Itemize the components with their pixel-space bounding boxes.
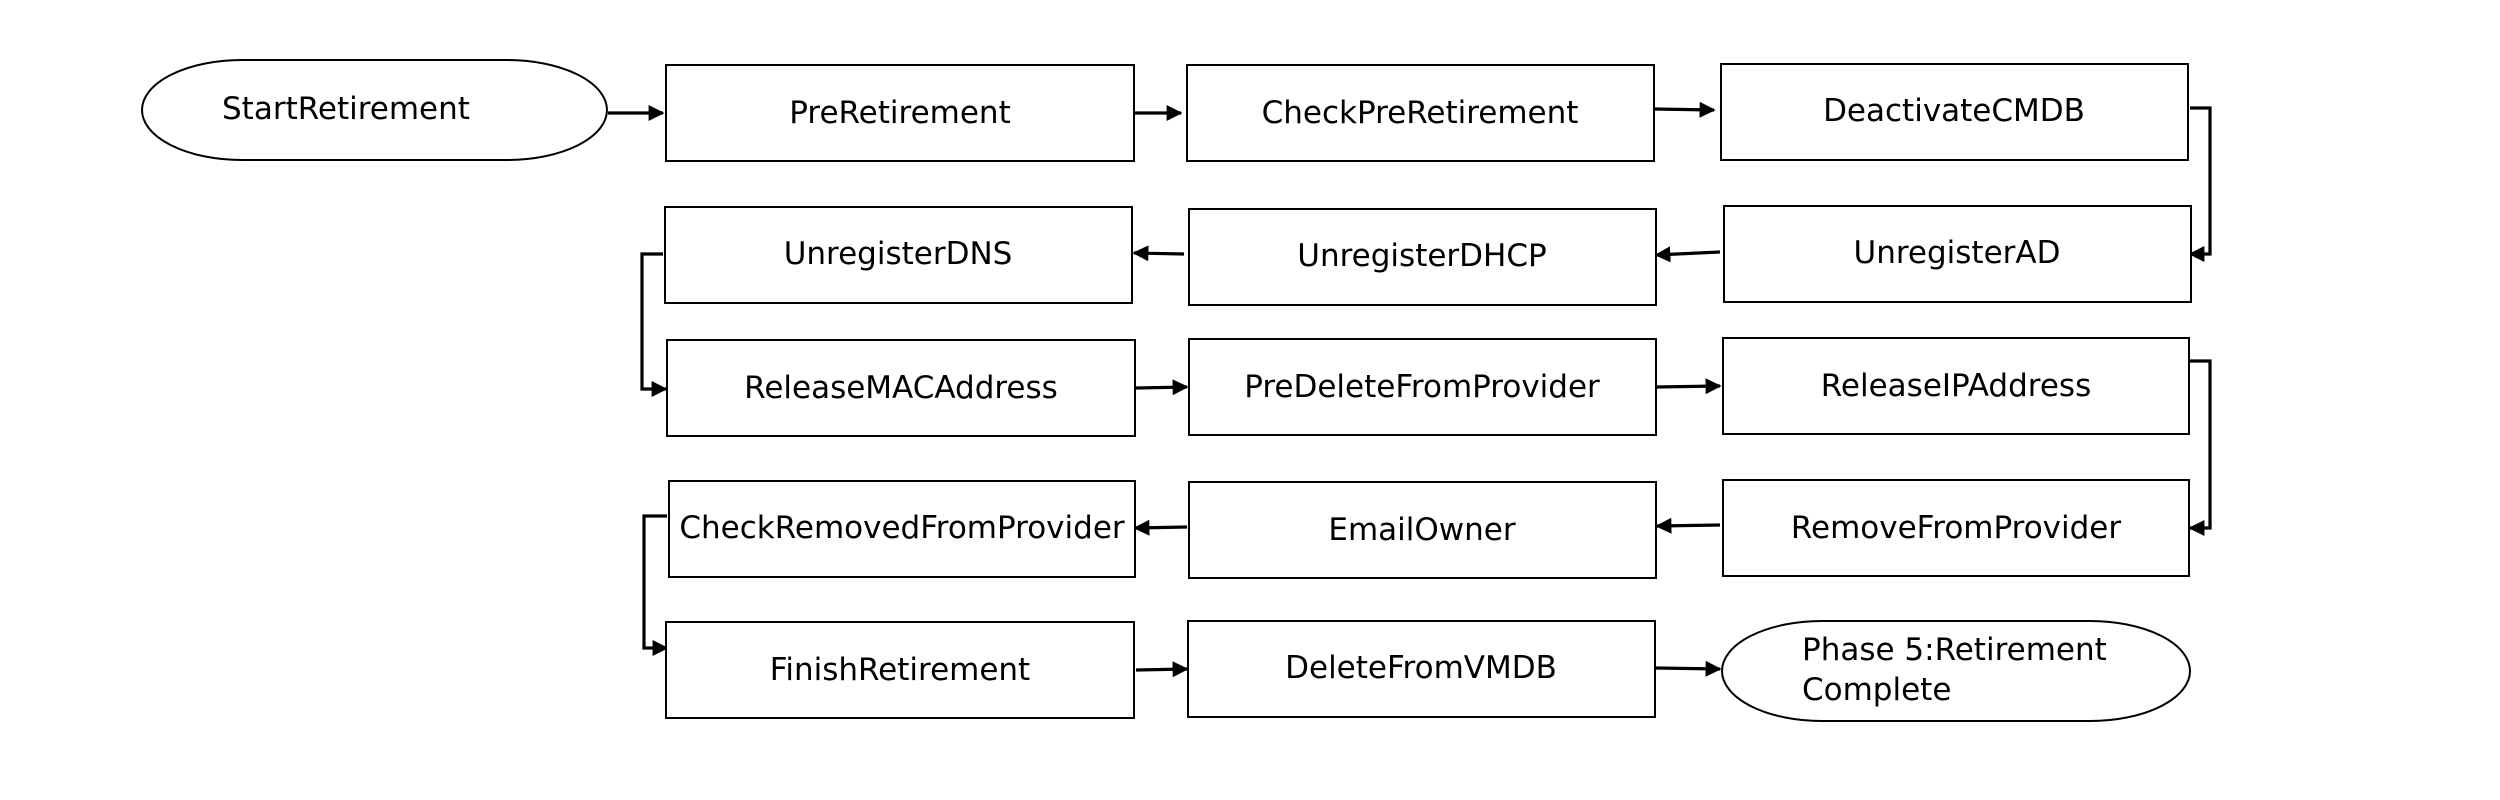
node-unregister-dns: UnregisterDNS <box>664 206 1133 304</box>
node-label: EmailOwner <box>1328 512 1515 548</box>
node-start-retirement: StartRetirement <box>141 59 608 161</box>
node-release-mac-address: ReleaseMACAddress <box>666 339 1136 437</box>
node-label: CheckRemovedFromProvider <box>679 510 1125 546</box>
node-phase5-retirement-complete: Phase 5:Retirement Complete <box>1721 620 2191 722</box>
edges <box>608 101 2212 678</box>
node-label-line2: Complete <box>1802 672 1951 708</box>
edge-removefromprovider-to-emailowner <box>1655 517 1721 534</box>
node-release-ip-address: ReleaseIPAddress <box>1722 337 2190 435</box>
edge-deletevmdb-to-complete <box>1655 660 1722 677</box>
edge-checkremoved-to-finish <box>642 514 669 656</box>
node-label: StartRetirement <box>222 91 470 127</box>
node-label: PreRetirement <box>789 95 1010 131</box>
node-label: UnregisterDNS <box>784 236 1013 272</box>
edge-deactivatecmdb-to-unregisterad <box>2188 106 2212 262</box>
node-label: ReleaseMACAddress <box>744 370 1058 406</box>
node-unregister-dhcp: UnregisterDHCP <box>1188 208 1657 306</box>
node-pre-retirement: PreRetirement <box>665 64 1135 162</box>
node-label: FinishRetirement <box>770 652 1030 688</box>
edge-predelete-to-releaseip <box>1655 378 1722 395</box>
edge-unregisterad-to-unregisterdhcp <box>1654 246 1721 263</box>
node-deactivate-cmdb: DeactivateCMDB <box>1720 63 2189 161</box>
edge-unregisterdhcp-to-unregisterdns <box>1132 245 1185 262</box>
node-label: PreDeleteFromProvider <box>1244 369 1600 405</box>
edge-unregisterdns-to-releasemac <box>640 252 668 397</box>
node-finish-retirement: FinishRetirement <box>665 621 1135 719</box>
edge-checkpreretirement-to-deactivatecmdb <box>1653 101 1716 118</box>
node-delete-from-vmdb: DeleteFromVMDB <box>1187 620 1656 718</box>
node-label: ReleaseIPAddress <box>1821 368 2091 404</box>
node-label: RemoveFromProvider <box>1791 510 2121 546</box>
node-label: DeactivateCMDB <box>1823 93 2085 129</box>
node-label: UnregisterAD <box>1854 235 2061 271</box>
node-label: DeleteFromVMDB <box>1285 650 1557 686</box>
node-check-removed-from-provider: CheckRemovedFromProvider <box>668 480 1136 578</box>
node-label: CheckPreRetirement <box>1262 95 1579 131</box>
node-label-line1: Phase 5:Retirement <box>1802 632 2107 668</box>
node-pre-delete-from-provider: PreDeleteFromProvider <box>1188 338 1657 436</box>
node-remove-from-provider: RemoveFromProvider <box>1722 479 2190 577</box>
edge-emailowner-to-checkremoved <box>1133 519 1188 536</box>
node-email-owner: EmailOwner <box>1188 481 1657 579</box>
node-unregister-ad: UnregisterAD <box>1723 205 2192 303</box>
edge-finish-to-deletevmdb <box>1135 661 1189 678</box>
node-label: UnregisterDHCP <box>1297 238 1546 274</box>
edge-releasemac-to-predelete <box>1135 379 1189 396</box>
edge-releaseip-to-removefromprovider <box>2188 359 2212 536</box>
node-check-pre-retirement: CheckPreRetirement <box>1186 64 1655 162</box>
